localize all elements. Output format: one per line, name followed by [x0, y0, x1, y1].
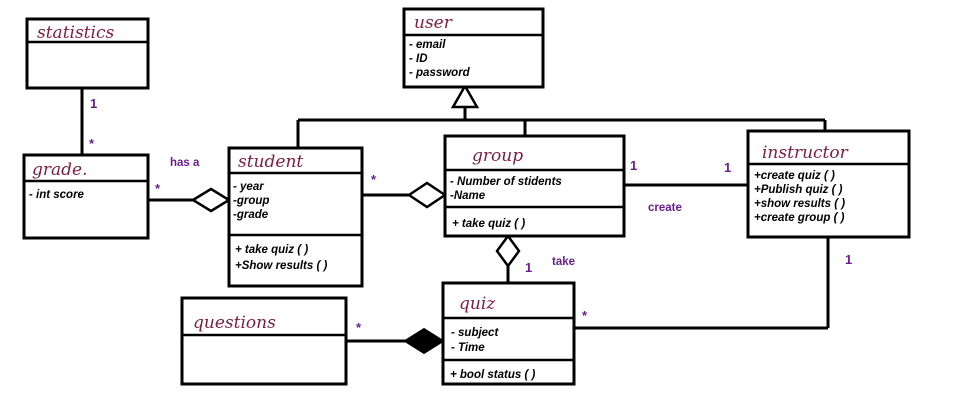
class-grade-name: grade.	[32, 160, 88, 180]
class-user-attr: - email	[409, 39, 446, 51]
class-quiz-method: + bool status ( )	[450, 369, 535, 381]
class-instructor-method: +Publish quiz ( )	[754, 184, 843, 196]
grade-student-diamond	[190, 187, 232, 213]
class-statistics: statistics	[25, 17, 150, 90]
class-group-attr: - Number of stidents	[450, 176, 562, 188]
class-student-attr: - year	[233, 181, 264, 193]
class-student-method: +Show results ( )	[235, 260, 328, 272]
class-group-attr: -Name	[450, 190, 486, 202]
class-student-attr: -grade	[233, 209, 269, 221]
multiplicity-group-instructor: 1	[630, 158, 637, 173]
student-group-diamond	[406, 181, 448, 209]
multiplicity-grade-statistics: *	[89, 136, 95, 151]
class-quiz: quiz - subject - Time + bool status ( )	[441, 281, 576, 386]
multiplicity-statistics-grade: 1	[90, 96, 97, 111]
class-student-attr: -group	[233, 195, 269, 207]
class-student: student - year -group -grade + take quiz…	[227, 146, 364, 288]
class-student-name: student	[238, 152, 303, 172]
multiplicity-instructor-quiz: 1	[845, 252, 852, 267]
class-group-name: group	[472, 146, 523, 166]
class-questions-name: questions	[193, 313, 276, 333]
class-user-attr: - ID	[409, 53, 428, 65]
class-instructor-method: +create quiz ( )	[754, 170, 835, 182]
relation-label-create: create	[648, 202, 682, 214]
class-questions: questions	[180, 296, 348, 386]
class-grade: grade. - int score	[22, 153, 150, 240]
multiplicity-grade-student: *	[155, 181, 161, 196]
multiplicity-questions-quiz: *	[356, 320, 362, 335]
class-student-method: + take quiz ( )	[235, 244, 308, 256]
class-instructor-method: +show results ( )	[754, 198, 845, 210]
multiplicity-instructor-group: 1	[724, 160, 731, 175]
class-group-method: + take quiz ( )	[452, 218, 525, 230]
group-quiz-diamond	[495, 233, 521, 269]
class-group: group - Number of stidents -Name + take …	[443, 134, 626, 238]
class-quiz-attr: - Time	[451, 342, 485, 354]
class-quiz-attr: - subject	[451, 327, 499, 339]
class-quiz-name: quiz	[459, 294, 496, 314]
class-instructor: instructor +create quiz ( ) +Publish qui…	[746, 129, 911, 239]
class-instructor-name: instructor	[762, 143, 849, 163]
class-grade-attr: - int score	[29, 189, 85, 201]
questions-quiz-diamond	[403, 327, 445, 355]
multiplicity-quiz-instructor: *	[582, 308, 588, 323]
relation-label-has-a: has a	[170, 157, 200, 169]
relation-label-take: take	[552, 256, 575, 268]
class-user-attr: - password	[409, 67, 471, 79]
class-statistics-name: statistics	[37, 23, 114, 43]
multiplicity-student-group: *	[371, 172, 377, 187]
class-user-name: user	[414, 13, 453, 33]
class-instructor-method: +create group ( )	[754, 212, 845, 224]
inheritance-arrowhead	[450, 83, 480, 109]
multiplicity-group-quiz: 1	[525, 260, 532, 275]
class-user: user - email - ID - password	[402, 7, 545, 89]
